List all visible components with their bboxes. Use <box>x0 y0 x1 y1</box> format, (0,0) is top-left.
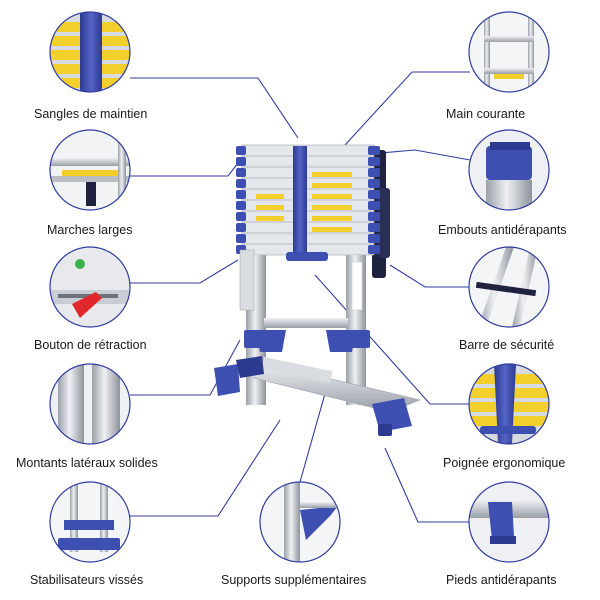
label-sangles: Sangles de maintien <box>34 107 148 121</box>
detail-barre <box>468 246 550 328</box>
detail-pieds <box>468 481 550 563</box>
detail-stabilisateurs <box>49 481 131 563</box>
label-montants: Montants latéraux solides <box>16 456 158 470</box>
detail-bouton <box>49 246 131 328</box>
label-pieds: Pieds antidérapants <box>446 573 557 587</box>
connector-lines <box>130 71 471 523</box>
detail-marches <box>49 129 131 211</box>
label-poignee: Poignée ergonomique <box>443 456 566 470</box>
detail-montants <box>49 363 131 445</box>
ladder <box>214 144 421 436</box>
label-bouton: Bouton de rétraction <box>34 338 147 352</box>
label-marches: Marches larges <box>47 223 133 237</box>
label-supports: Supports supplémentaires <box>221 573 367 587</box>
rung-stack <box>236 144 380 256</box>
detail-poignee <box>468 363 550 445</box>
detail-sangles <box>49 11 131 93</box>
detail-main-courante <box>468 11 550 93</box>
label-stabilisateurs: Stabilisateurs vissés <box>30 573 144 587</box>
label-embouts: Embouts antidérapants <box>438 223 567 237</box>
label-barre: Barre de sécurité <box>459 338 555 352</box>
detail-supports <box>259 481 341 563</box>
label-main-courante: Main courante <box>446 107 526 121</box>
detail-embouts <box>468 129 550 211</box>
